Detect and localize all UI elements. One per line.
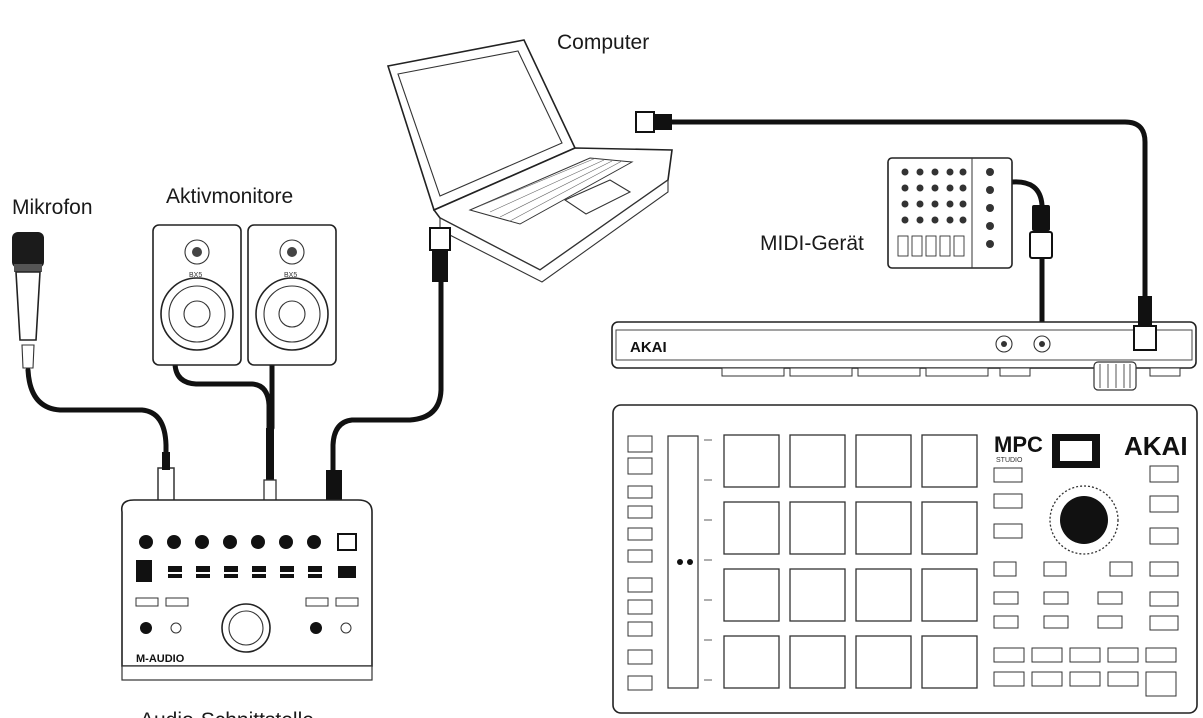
pad (921, 635, 978, 689)
midi-cable (1009, 179, 1045, 333)
audio-interface: M-AUDIO (120, 428, 373, 681)
mic-cable (25, 367, 169, 473)
label-midi-device: MIDI-Gerät (760, 232, 864, 255)
monitor-right: BX5 (247, 224, 337, 366)
laptop-computer (386, 39, 673, 283)
monitor-cable (172, 361, 272, 431)
mpc-brand-logo: AKAI (1124, 431, 1188, 461)
microphone (12, 232, 44, 369)
pad-grid (723, 434, 978, 689)
pad (723, 434, 780, 488)
pad (723, 501, 780, 555)
label-monitors: Aktivmonitore (166, 185, 293, 208)
mpc-model-sub: STUDIO (996, 457, 1023, 464)
usb-cable-interface (330, 277, 444, 473)
interface-brand: M-AUDIO (136, 653, 185, 665)
pad (855, 501, 912, 555)
label-audio-interface: Audio-Schnittstelle (140, 709, 314, 718)
pad (789, 501, 846, 555)
pad (789, 635, 846, 689)
studio-monitors: BX5 BX5 (152, 224, 337, 366)
pad (921, 501, 978, 555)
label-computer: Computer (557, 31, 649, 54)
midi-device (887, 157, 1053, 269)
mpc-model-logo: MPC (994, 432, 1043, 457)
pad (723, 568, 780, 622)
pad (789, 568, 846, 622)
pad (921, 434, 978, 488)
labels: Computer Mikrofon Aktivmonitore MIDI-Ger… (12, 31, 864, 718)
mpc-back-logo: AKAI (630, 339, 667, 356)
pad (855, 635, 912, 689)
pad (723, 635, 780, 689)
monitor-brand: BX5 (284, 272, 297, 279)
pad (921, 568, 978, 622)
pad (789, 434, 846, 488)
pad (855, 568, 912, 622)
usb-cable-computer-mpc (665, 119, 1148, 303)
mpc-back-panel: AKAI (611, 296, 1197, 391)
usb-plug (635, 111, 672, 133)
pad (855, 434, 912, 488)
mpc-studio-controller: MPC STUDIO AKAI (612, 404, 1198, 714)
cables (25, 119, 1148, 473)
monitor-brand: BX5 (189, 272, 202, 279)
label-microphone: Mikrofon (12, 196, 93, 219)
monitor-left: BX5 (152, 224, 242, 366)
